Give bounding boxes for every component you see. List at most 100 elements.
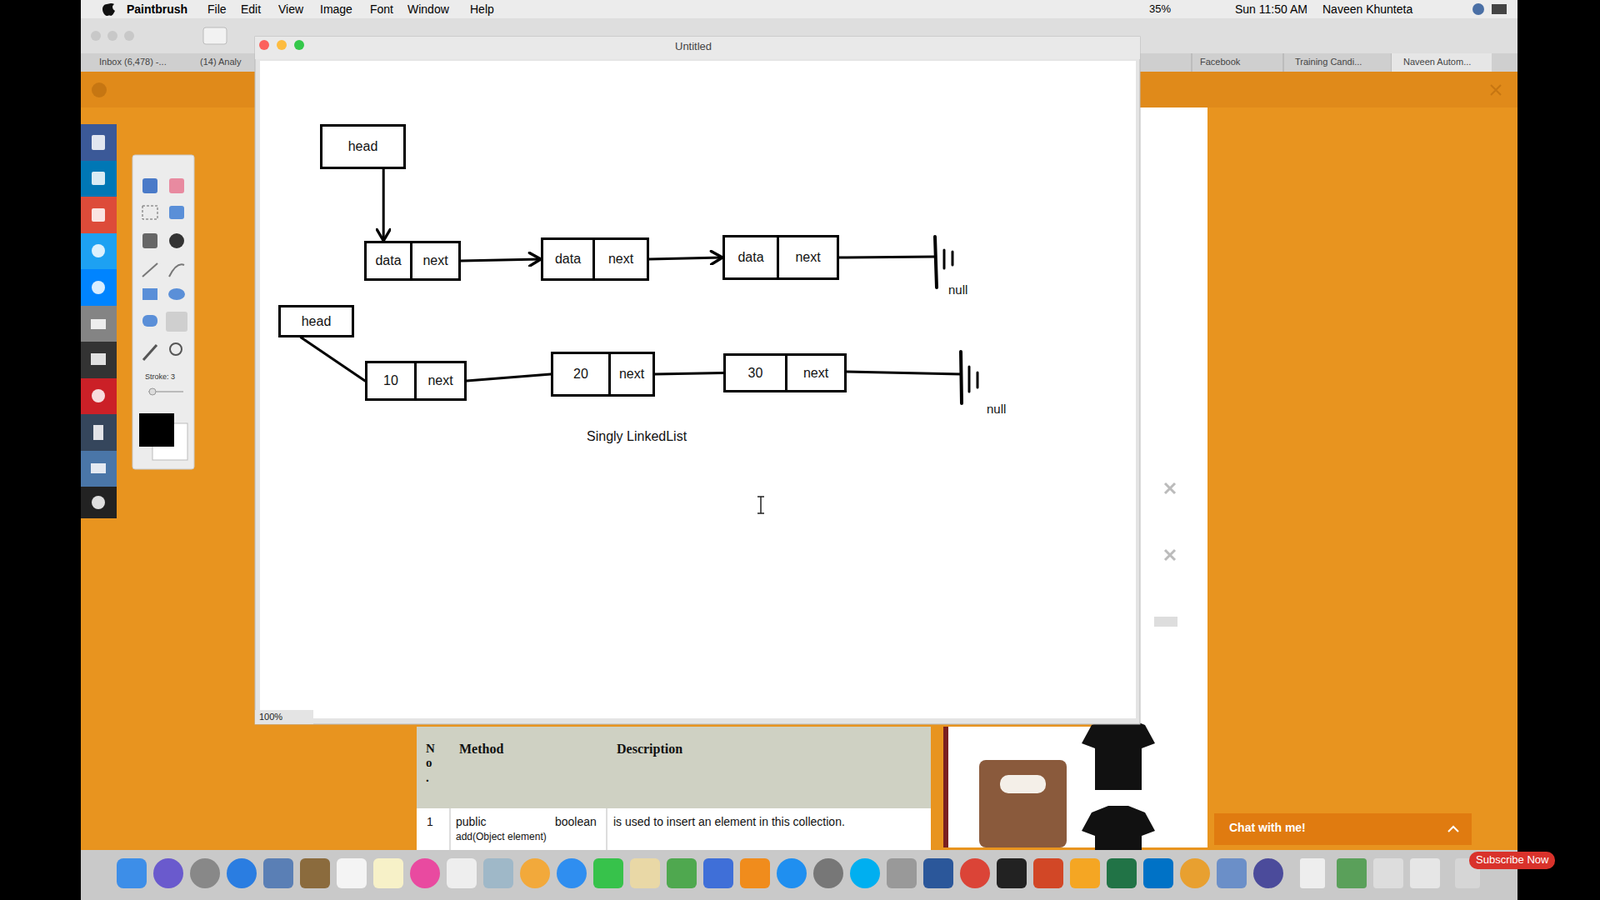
minimize-button: [276, 40, 287, 50]
chat-toggle: [1448, 826, 1459, 832]
close-button: [259, 40, 270, 50]
node-text: next: [422, 253, 448, 269]
head-pointer-box: head: [278, 305, 355, 338]
app-window: [255, 36, 1140, 725]
table-header: Method: [459, 741, 504, 757]
social-sidebar: [80, 124, 117, 519]
next-cell: next: [608, 351, 655, 397]
browser-tab: Naveen Autom...: [1403, 56, 1471, 68]
node-text: 10: [383, 373, 399, 389]
zoom-level: 100%: [259, 711, 283, 723]
menu-item: Image: [320, 2, 353, 16]
table-rule: [450, 808, 451, 850]
dock-icons: [116, 858, 1480, 889]
apple-logo: [102, 3, 115, 16]
node-text: 20: [573, 366, 589, 382]
tool-palette: [132, 155, 195, 470]
docs-table: [416, 726, 931, 850]
advert-box: [1000, 775, 1046, 794]
canvas: [260, 60, 1136, 719]
table-cell: 1: [426, 815, 434, 829]
clock: Sun 11:50 AM: [1235, 2, 1308, 16]
tab-divider: [1283, 53, 1285, 72]
panel-icon: [1165, 550, 1175, 560]
menu-item: Edit: [240, 2, 261, 16]
next-cell: next: [410, 240, 461, 281]
null-terminator: [839, 236, 953, 288]
advert-box: [979, 760, 1067, 848]
null-terminator: [846, 351, 978, 404]
dock: [80, 850, 1518, 900]
tshirt: [1081, 805, 1155, 853]
panel-icon: [1165, 483, 1175, 494]
diagram-caption: Singly LinkedList: [586, 429, 687, 445]
next-cell: next: [785, 353, 847, 393]
table-header: N o .: [425, 741, 438, 785]
app-menu: Paintbrush: [126, 2, 188, 16]
zoom-button: [294, 40, 305, 50]
chat-bar: [1214, 813, 1472, 845]
pointer-arrow: [382, 169, 385, 241]
status-icon: [1472, 3, 1485, 15]
next-cell: next: [414, 360, 467, 401]
node-text: data: [737, 250, 764, 265]
table-cell: is used to insert an element in this col…: [613, 815, 845, 829]
tool-icons: [139, 178, 188, 460]
stroke-setting: Stroke: 3: [145, 372, 175, 381]
data-cell: data: [364, 240, 413, 281]
node-text: next: [608, 251, 634, 267]
window-button: [107, 30, 118, 41]
tab-divider: [1191, 53, 1193, 72]
pointer-arrow: [460, 259, 541, 261]
node-text: head: [348, 139, 379, 155]
table-header: [416, 726, 931, 809]
page-icon: [91, 82, 107, 98]
subscribe-button: Subscribe Now: [1469, 851, 1555, 870]
advert-edge: [943, 726, 949, 848]
pointer-arrow: [649, 257, 723, 260]
window-button: [90, 30, 101, 41]
close-icon: [1490, 85, 1501, 95]
data-cell: 10: [365, 360, 417, 401]
data-cell: data: [722, 235, 780, 280]
status-icon: [1491, 4, 1507, 15]
sidebar-button: [203, 27, 227, 45]
table-cell: add(Object element): [455, 831, 547, 844]
node-text: next: [803, 365, 829, 381]
data-cell: 20: [550, 351, 611, 397]
null-label: null: [986, 401, 1006, 416]
browser-tab: Training Candi...: [1295, 56, 1362, 68]
window-title: Untitled: [675, 40, 712, 54]
chat-button: Chat with me!: [1229, 820, 1306, 835]
head-pointer-box: head: [320, 124, 406, 170]
link-line: [466, 374, 551, 381]
text-cursor: [757, 496, 765, 514]
next-cell: next: [776, 235, 840, 280]
table-header: Description: [616, 741, 683, 757]
menu-item: View: [278, 2, 304, 16]
menu-bar: [80, 0, 1518, 19]
screen-ground: [80, 0, 1518, 900]
menu-item: File: [207, 2, 227, 16]
node-text: head: [301, 314, 332, 330]
tshirt: [1081, 718, 1155, 790]
menu-item: Window: [407, 2, 450, 16]
table-rule: [606, 808, 608, 850]
node-text: next: [619, 366, 645, 382]
window-button: [124, 30, 135, 41]
browser-tab: Inbox (6,478) -...: [99, 56, 167, 68]
link-line: [655, 373, 724, 375]
active-tab: [1391, 53, 1492, 72]
data-cell: data: [540, 237, 595, 281]
null-label: null: [948, 282, 968, 297]
menu-item: Font: [370, 2, 394, 16]
next-cell: next: [592, 237, 650, 281]
table-cell: boolean: [555, 815, 597, 829]
node-text: data: [375, 253, 401, 269]
window-titlebar: [255, 36, 1140, 60]
zoom-field: [255, 710, 314, 725]
browser-tab: Facebook: [1200, 56, 1240, 68]
battery-level: 35%: [1149, 3, 1171, 16]
